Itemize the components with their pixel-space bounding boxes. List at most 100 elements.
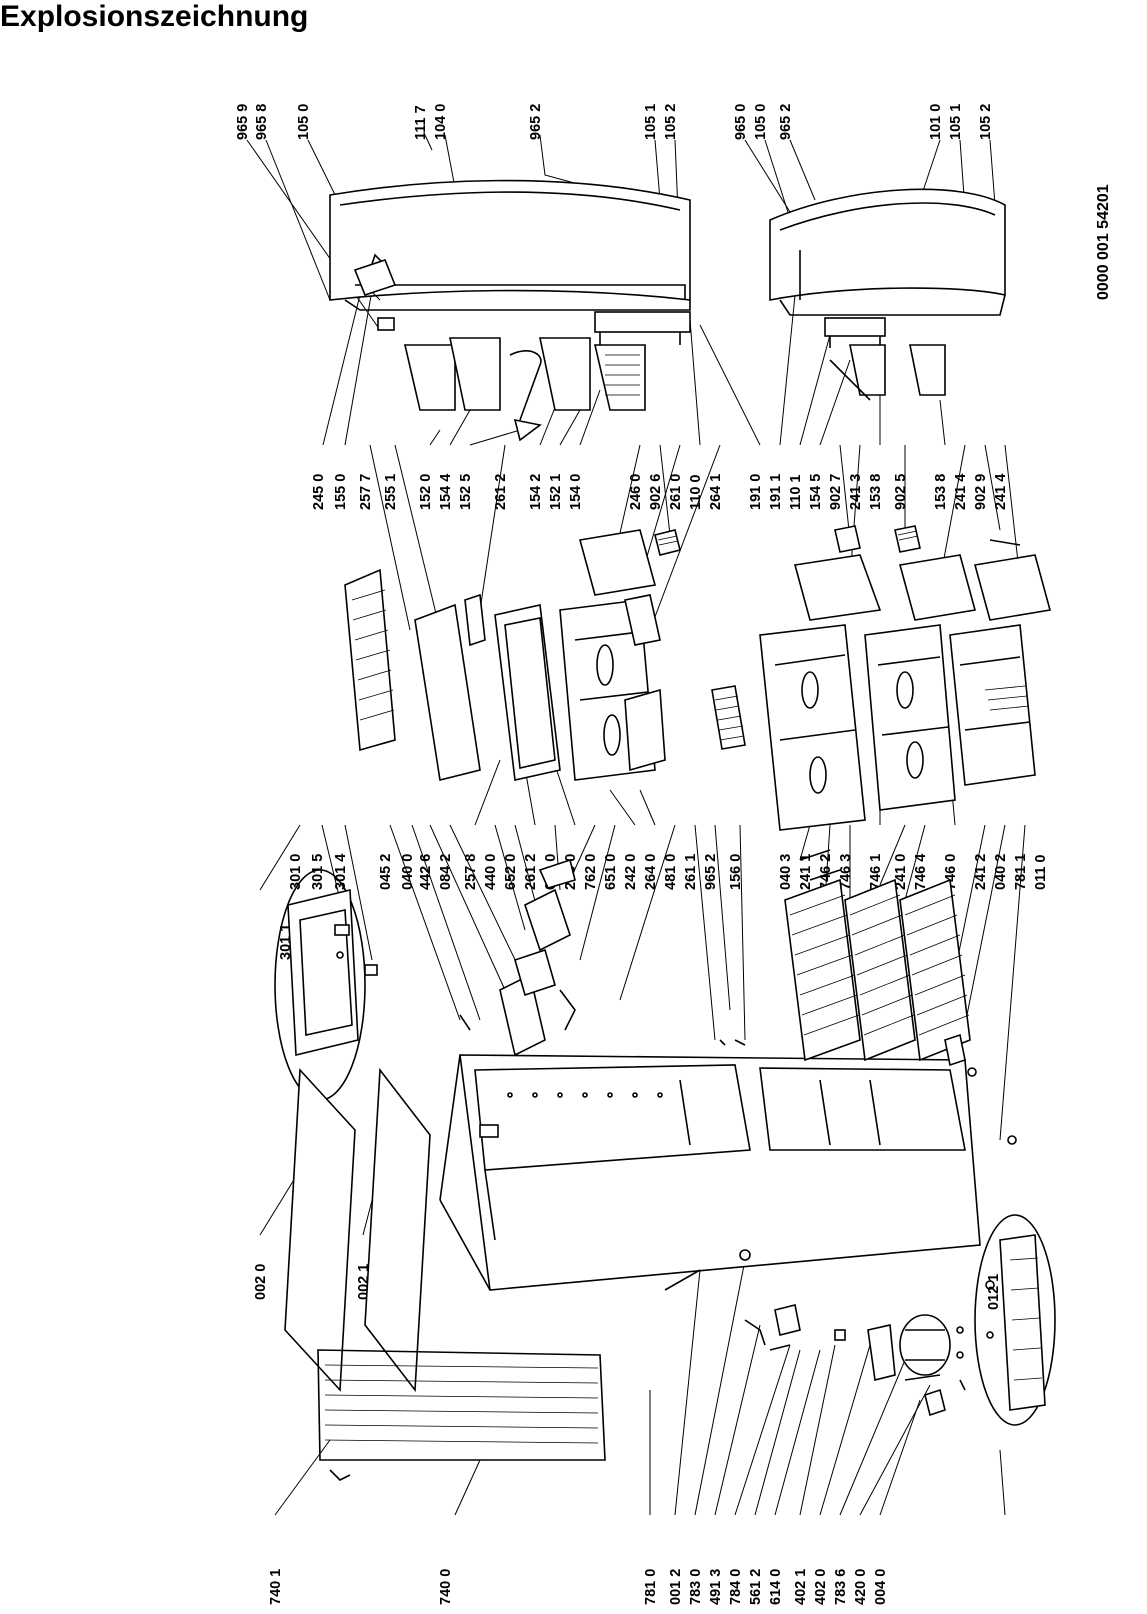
leader-lines <box>246 134 1026 1516</box>
part-label: 153 8 <box>868 474 884 510</box>
part-label: 191 0 <box>748 474 764 510</box>
part-label: 154 2 <box>528 474 544 510</box>
part-label: 105 0 <box>753 104 769 140</box>
part-label: 902 5 <box>893 474 909 510</box>
side-panels <box>284 1067 431 1393</box>
part-label: 241 4 <box>953 474 969 510</box>
egg-tray <box>353 259 397 296</box>
part-label: 246 0 <box>628 474 644 510</box>
part-label: 740 1 <box>268 1569 284 1605</box>
part-label: 402 1 <box>793 1569 809 1605</box>
part-label: 965 0 <box>733 104 749 140</box>
part-label: 242 0 <box>623 854 639 890</box>
part-label: 110 1 <box>788 475 804 511</box>
door-shelves <box>364 253 946 442</box>
small-hardware <box>719 1033 1017 1145</box>
condenser <box>317 1349 606 1481</box>
part-label: 746 4 <box>913 854 929 890</box>
part-label: 105 0 <box>296 104 312 140</box>
part-label: 420 0 <box>853 1569 869 1605</box>
fridge-door <box>769 188 1006 316</box>
evaporator-coils <box>784 849 971 1062</box>
part-label: 001 2 <box>668 1569 684 1605</box>
part-label: 301 5 <box>310 854 326 890</box>
part-label: 261 1 <box>683 854 699 890</box>
part-label: 154 5 <box>808 474 824 510</box>
part-label: 965 8 <box>254 104 270 140</box>
part-label: 110 0 <box>688 475 704 511</box>
part-label: 191 1 <box>768 474 784 510</box>
crisper-drawer <box>559 594 666 781</box>
part-label: 245 0 <box>311 474 327 510</box>
part-label: 965 9 <box>235 104 251 140</box>
part-label: 965 2 <box>778 104 794 140</box>
part-label: 740 0 <box>438 1569 454 1605</box>
part-label: 651 0 <box>603 854 619 890</box>
part-label: 004 0 <box>873 1569 889 1605</box>
part-label: 902 9 <box>973 474 989 510</box>
part-label: 965 2 <box>528 104 544 140</box>
control-panel-group <box>274 869 378 1101</box>
part-label: 783 6 <box>833 1569 849 1605</box>
part-label: 105 1 <box>948 104 964 140</box>
part-label: 255 1 <box>383 474 399 510</box>
part-label: 154 4 <box>438 474 454 510</box>
part-label: 105 2 <box>663 104 679 140</box>
part-label: 965 2 <box>703 854 719 890</box>
part-label: 152 0 <box>418 474 434 510</box>
part-label: 152 5 <box>458 474 474 510</box>
part-label: 105 2 <box>978 104 994 140</box>
part-label: 084 2 <box>438 854 454 890</box>
part-label: 746 2 <box>818 854 834 890</box>
part-label: 011 0 <box>1033 855 1049 891</box>
part-label: 762 0 <box>583 854 599 890</box>
freezer-drawers <box>759 624 1036 831</box>
part-label: 241 0 <box>893 854 909 890</box>
part-label: 491 3 <box>708 1569 724 1605</box>
part-label: 783 0 <box>688 1569 704 1605</box>
freezer-door <box>329 179 691 311</box>
part-label: 155 0 <box>333 474 349 510</box>
part-label: 561 2 <box>748 1569 764 1605</box>
part-label: 652 0 <box>503 854 519 890</box>
part-label: 301 4 <box>333 854 349 890</box>
part-label: 153 8 <box>933 474 949 510</box>
part-label: 301 0 <box>288 854 304 890</box>
part-label: 002 0 <box>253 1264 269 1300</box>
part-label: 440 0 <box>483 854 499 890</box>
part-label: 261 2 <box>523 854 539 890</box>
part-label: 241 1 <box>798 854 814 890</box>
part-label: 902 6 <box>648 474 664 510</box>
part-label: 442 6 <box>418 854 434 890</box>
part-label: 040 3 <box>778 854 794 890</box>
part-label: 101 0 <box>928 104 944 140</box>
glass-shelves <box>344 568 561 781</box>
part-label: 261 0 <box>668 474 684 510</box>
part-label: 241 4 <box>993 474 1009 510</box>
part-label: 111 7 <box>413 105 429 140</box>
part-label: 257 8 <box>463 854 479 890</box>
part-label: 264 1 <box>708 474 724 510</box>
fan-housing <box>459 858 576 1057</box>
part-label: 902 7 <box>828 474 844 510</box>
part-label: 261 2 <box>493 474 509 510</box>
part-label: 241 3 <box>848 474 864 510</box>
compressor-parts <box>664 1249 966 1417</box>
document-number: 0000 001 54201 <box>1095 184 1112 300</box>
base-plate-group <box>974 1214 1056 1426</box>
part-label: 156 0 <box>728 854 744 890</box>
part-label: 264 0 <box>643 854 659 890</box>
part-label: 784 0 <box>728 1569 744 1605</box>
small-grid-part <box>711 685 746 750</box>
part-label: 152 1 <box>548 474 564 510</box>
part-label: 746 1 <box>868 854 884 890</box>
part-label: 402 0 <box>813 1569 829 1605</box>
part-label: 154 0 <box>568 474 584 510</box>
cabinet-body <box>439 1054 981 1291</box>
door-hinges <box>377 311 886 348</box>
part-label: 781 0 <box>643 1569 659 1605</box>
